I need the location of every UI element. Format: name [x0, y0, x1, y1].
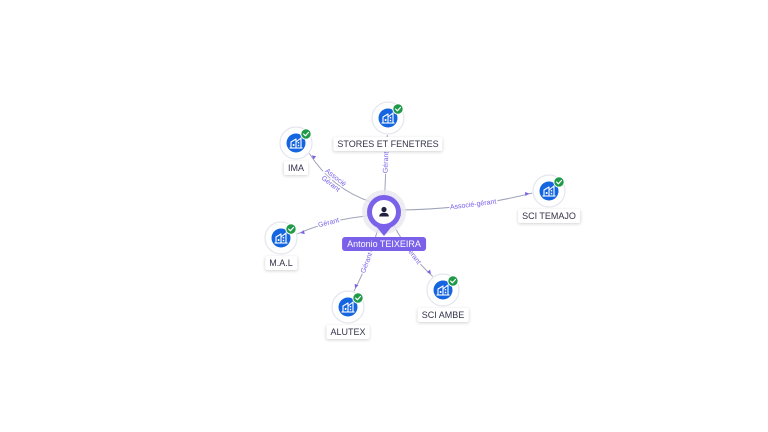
company-node-sci-ambe[interactable]: [426, 273, 460, 307]
check-badge-icon: [553, 176, 565, 188]
building-icon: [341, 301, 355, 313]
building-icon: [274, 232, 288, 244]
check-badge-icon: [392, 103, 404, 115]
edge-arrow-icon: [300, 230, 305, 235]
edges: GérantGérantAssociéAssocié-gérantGérantG…: [297, 134, 533, 292]
edge-ima: [308, 153, 372, 203]
check-badge-icon: [285, 223, 297, 235]
edge-arrow-icon: [354, 283, 359, 289]
center-person-node[interactable]: [362, 190, 406, 236]
company-node-ima[interactable]: [279, 126, 313, 160]
building-icon: [542, 185, 556, 197]
company-label-sci-ambe[interactable]: SCI AMBE: [417, 308, 469, 322]
edge-arrow-icon: [524, 192, 530, 197]
relation-label: Gérant: [360, 252, 374, 275]
check-badge-icon: [300, 128, 312, 140]
person-icon: [379, 206, 389, 217]
building-icon: [381, 112, 395, 124]
edge-arrow-icon: [311, 155, 317, 160]
company-node-m-a-l[interactable]: [264, 221, 298, 255]
building-icon: [289, 137, 303, 149]
check-badge-icon: [352, 292, 364, 304]
edge-sci-temajo: [399, 192, 533, 211]
center-person-label[interactable]: Antonio TEIXEIRA: [342, 237, 426, 251]
company-label-ima[interactable]: IMA: [283, 161, 309, 175]
company-label-m-a-l[interactable]: M.A.L: [265, 256, 297, 270]
company-label-stores-et-fenetres[interactable]: STORES ET FENETRES: [333, 137, 443, 151]
relation-label: Gérant: [383, 152, 391, 174]
company-node-stores-et-fenetres[interactable]: [371, 101, 405, 135]
relation-label: Associé-gérant: [450, 199, 497, 212]
relation-label: Gérant: [318, 217, 341, 229]
check-badge-icon: [447, 275, 459, 287]
company-node-sci-temajo[interactable]: [532, 174, 566, 208]
company-label-alutex[interactable]: ALUTEX: [326, 325, 370, 339]
building-icon: [436, 284, 450, 296]
edge-arrow-icon: [426, 269, 431, 275]
company-label-sci-temajo[interactable]: SCI TEMAJO: [518, 209, 580, 223]
company-node-alutex[interactable]: [331, 290, 365, 324]
